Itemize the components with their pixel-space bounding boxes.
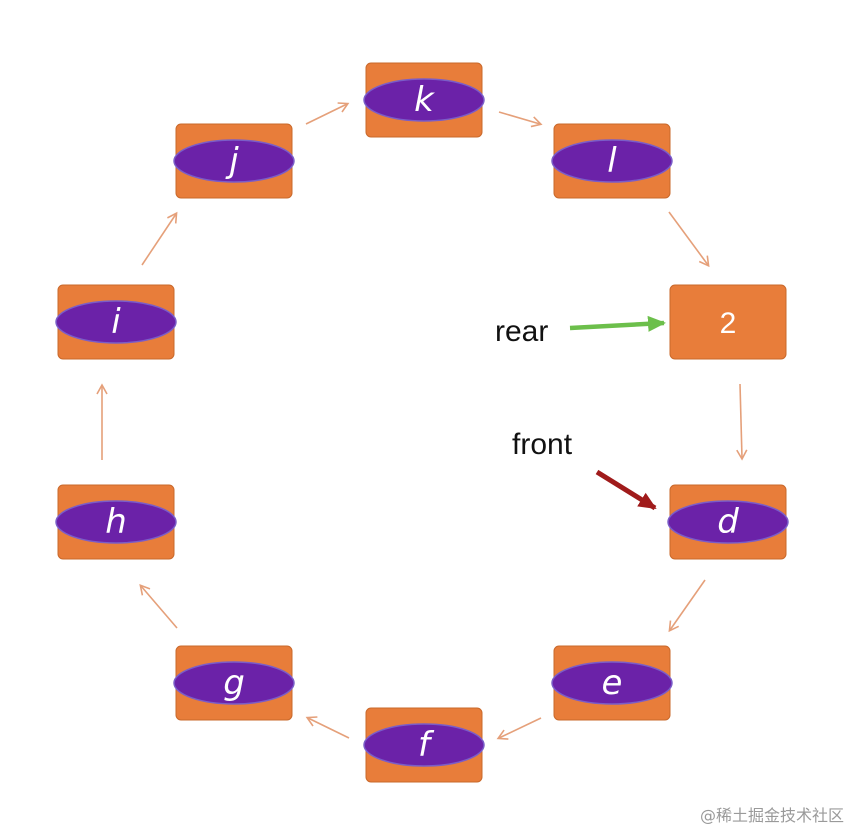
queue-cell-j: j — [173, 123, 295, 199]
element-ellipse-e — [551, 661, 673, 705]
ring-arrow-10 — [305, 102, 350, 125]
ring-arrow-4 — [668, 579, 706, 633]
queue-cell-e: e — [551, 645, 673, 721]
element-ellipse-l — [551, 139, 673, 183]
element-ellipse-g — [173, 661, 295, 705]
cell-label-k: k — [414, 80, 435, 120]
queue-cell-h: h — [55, 484, 177, 560]
front-label: front — [512, 428, 573, 461]
queue-cell-i: i — [55, 284, 177, 360]
rear-arrow — [569, 315, 666, 332]
rear-label: rear — [495, 315, 548, 348]
ring-arrows — [96, 102, 748, 740]
cell-label-d: d — [717, 502, 739, 542]
ring-arrow-1 — [498, 111, 543, 128]
watermark-text: @稀土掘金技术社区 — [699, 806, 844, 825]
queue-cell-d: d — [667, 484, 789, 560]
front-pointer: front — [512, 428, 657, 511]
front-arrow — [595, 469, 657, 511]
cell-label-g: g — [223, 663, 245, 703]
element-ellipse-f — [363, 723, 485, 767]
rear-pointer: rear — [495, 315, 666, 348]
ring-arrow-7 — [139, 583, 178, 629]
ring-arrow-3 — [736, 383, 748, 461]
cell-box-2 — [669, 284, 787, 360]
element-ellipse-j — [173, 139, 295, 183]
element-ellipse-i — [55, 300, 177, 344]
cell-label-h: h — [105, 502, 127, 542]
queue-cell-2: 2 — [669, 284, 787, 360]
cell-label-i: i — [111, 302, 121, 342]
cell-label-l: l — [607, 141, 617, 181]
cell-label-2: 2 — [720, 307, 737, 340]
ring-arrow-5 — [496, 717, 542, 740]
element-ellipse-h — [55, 500, 177, 544]
queue-cell-k: k — [363, 62, 485, 138]
queue-cells: k l 2 d e f g h i j — [55, 62, 789, 783]
ring-arrow-9 — [141, 211, 178, 266]
ring-arrow-6 — [305, 716, 350, 739]
element-ellipse-k — [363, 78, 485, 122]
queue-cell-l: l — [551, 123, 673, 199]
cell-label-j: j — [225, 141, 239, 181]
queue-cell-f: f — [363, 707, 485, 783]
element-ellipse-d — [667, 500, 789, 544]
queue-cell-g: g — [173, 645, 295, 721]
ring-arrow-2 — [668, 211, 710, 268]
cell-label-e: e — [602, 663, 623, 703]
